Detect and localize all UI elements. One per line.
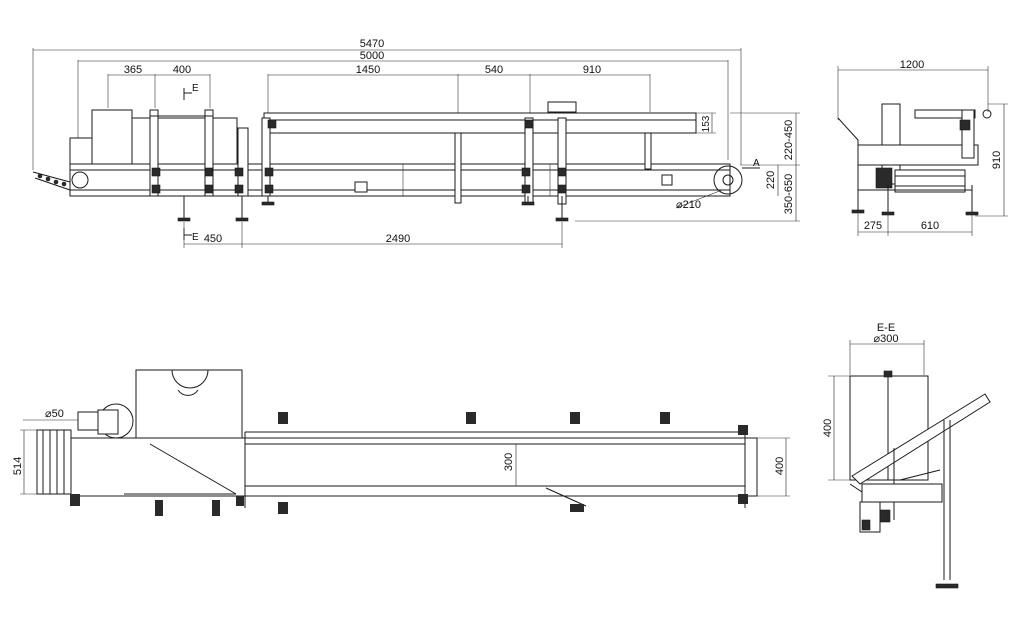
plan-hopper xyxy=(135,369,243,439)
dim-total-width: 514 xyxy=(12,457,24,475)
dim-end-inner-width: 610 xyxy=(921,220,939,232)
tail-pulley xyxy=(713,165,743,195)
section-mark-bottom: E xyxy=(192,232,199,243)
drive-motor xyxy=(91,109,133,165)
dim-seg-c: 1450 xyxy=(356,64,380,76)
feed-roller-block xyxy=(36,429,72,495)
dim-roller-dia: ⌀50 xyxy=(45,408,64,420)
inclined-chute xyxy=(851,393,991,485)
section-mark-top: E xyxy=(192,83,199,94)
section-title: E-E xyxy=(877,322,895,334)
dim-seg-d: 540 xyxy=(485,64,503,76)
plan-view: ⌀50 514 300 xyxy=(12,369,790,516)
end-belt xyxy=(894,169,966,193)
dim-total-length: 5470 xyxy=(360,38,384,50)
dim-seg-a: 365 xyxy=(124,64,142,76)
dim-end-offset: 275 xyxy=(864,220,882,232)
dim-rail-height: 153 xyxy=(701,115,712,132)
side-view: 5470 5000 365 400 1450 540 910 xyxy=(32,38,800,248)
dim-hopper-dia: ⌀300 xyxy=(874,333,899,345)
dim-pulley-dia: ⌀210 xyxy=(676,199,701,211)
dim-belt-length: 5000 xyxy=(360,50,384,62)
dim-adj-height: 220-450 xyxy=(783,120,795,160)
dim-leg-span: 2490 xyxy=(386,233,410,245)
plan-conveyor xyxy=(70,437,758,497)
conveyor-frame xyxy=(69,163,731,197)
dim-hopper-height: 400 xyxy=(822,419,834,437)
dim-seg-e: 910 xyxy=(583,64,601,76)
detail-mark: A xyxy=(753,158,760,169)
dim-end-height: 910 xyxy=(991,151,1003,169)
section-foot xyxy=(935,583,959,589)
guide-rail xyxy=(263,112,697,134)
dim-height-220: 220 xyxy=(765,171,777,189)
dim-leg-height: 350-650 xyxy=(783,174,795,214)
section-view: E-E ⌀300 400 xyxy=(822,322,991,589)
side-guide xyxy=(837,117,859,185)
leg-foot xyxy=(177,217,191,222)
dim-leg-offset: 450 xyxy=(204,233,222,245)
dim-belt-width: 300 xyxy=(503,453,515,471)
dim-frame-width: 400 xyxy=(774,457,786,475)
dim-end-width: 1200 xyxy=(900,59,924,71)
control-box xyxy=(547,101,577,113)
dim-seg-b: 400 xyxy=(173,64,191,76)
end-view: 1200 910 275 610 xyxy=(837,59,1008,236)
